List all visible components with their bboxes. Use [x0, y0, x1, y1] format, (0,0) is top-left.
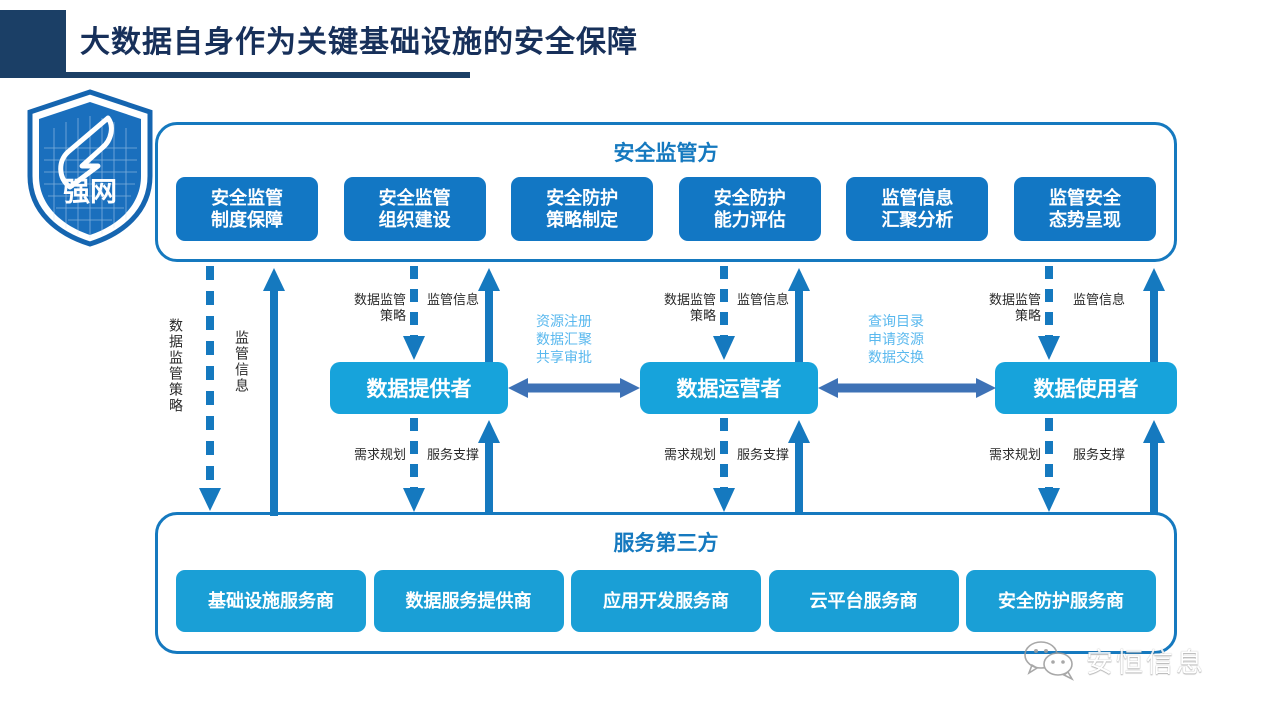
wechat-icon [1024, 641, 1075, 681]
regulator-box-0[interactable]: 安全监管 制度保障 [176, 177, 318, 241]
label-operator-service: 服务支撑 [737, 447, 790, 462]
watermark-text: 安恒信息 [1086, 647, 1206, 678]
slide-title-bar: 大数据自身作为关键基础设施的安全保障 [0, 10, 1280, 78]
regulator-box-1[interactable]: 安全监管 组织建设 [343, 177, 486, 241]
label-outer-info: 监管信息 [234, 330, 250, 394]
shield-logo: 强网 [24, 88, 156, 248]
third-party-box-3[interactable]: 云平台服务商 [768, 570, 959, 632]
regulator-panel-title: 安全监管方 [613, 142, 719, 165]
regulator-box-3[interactable]: 安全防护 能力评估 [678, 177, 821, 241]
regulator-box-2[interactable]: 安全防护 策略制定 [511, 177, 654, 241]
logo-text: 强网 [63, 177, 117, 208]
label-provider-service: 服务支撑 [427, 447, 480, 462]
actor-data-consumer[interactable]: 数据使用者 [995, 362, 1177, 414]
label-consumer-info: 监管信息 [1073, 292, 1126, 307]
third-party-panel-title: 服务第三方 [613, 532, 719, 555]
third-party-panel: 服务第三方 基础设施服务商 数据服务提供商 应用开发服务商 云平台服务商 安全防… [155, 512, 1177, 654]
regulator-box-4[interactable]: 监管信息 汇聚分析 [846, 177, 989, 241]
regulator-box-5[interactable]: 监管安全 态势呈现 [1013, 177, 1156, 241]
actor-data-provider[interactable]: 数据提供者 [330, 362, 508, 414]
label-provider-policy: 数据监管 策略 [353, 292, 406, 324]
label-consumer-policy: 数据监管 策略 [988, 292, 1041, 324]
third-party-box-4[interactable]: 安全防护服务商 [966, 570, 1156, 632]
third-party-box-1[interactable]: 数据服务提供商 [373, 570, 564, 632]
third-party-box-0[interactable]: 基础设施服务商 [176, 570, 366, 632]
page-title: 大数据自身作为关键基础设施的安全保障 [80, 26, 638, 59]
label-operator-consumer-exchange: 查询目录 申请资源 数据交换 [868, 313, 924, 366]
label-consumer-demand: 需求规划 [988, 447, 1041, 462]
label-operator-policy: 数据监管 策略 [663, 292, 716, 324]
label-provider-info: 监管信息 [427, 292, 480, 307]
watermark: 安恒信息 [1020, 638, 1206, 682]
label-outer-policy: 数据监管策略 [168, 318, 184, 414]
title-accent-block [0, 10, 66, 72]
title-underline-left [0, 72, 80, 78]
label-operator-demand: 需求规划 [663, 447, 716, 462]
label-operator-info: 监管信息 [737, 292, 790, 307]
label-provider-operator-exchange: 资源注册 数据汇聚 共享审批 [536, 313, 592, 366]
regulator-panel: 安全监管方 安全监管 制度保障 安全监管 组织建设 安全防护 策略制定 安全防护… [155, 122, 1177, 262]
third-party-box-row: 基础设施服务商 数据服务提供商 应用开发服务商 云平台服务商 安全防护服务商 [176, 570, 1156, 632]
third-party-box-2[interactable]: 应用开发服务商 [571, 570, 761, 632]
label-provider-demand: 需求规划 [353, 447, 406, 462]
actor-data-operator[interactable]: 数据运营者 [640, 362, 818, 414]
label-consumer-service: 服务支撑 [1073, 447, 1126, 462]
title-underline [80, 72, 470, 78]
regulator-box-row: 安全监管 制度保障 安全监管 组织建设 安全防护 策略制定 安全防护 能力评估 … [176, 177, 1156, 241]
